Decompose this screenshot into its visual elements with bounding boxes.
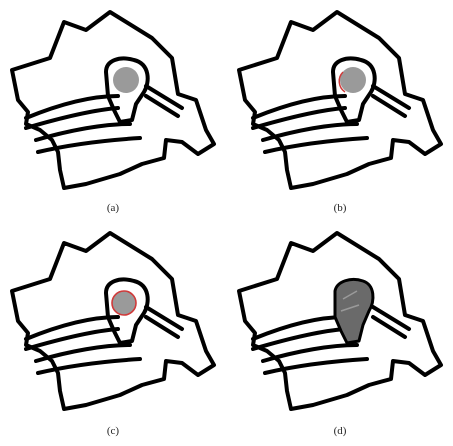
dark-segmented-region: [335, 279, 373, 343]
panel-caption: (c): [0, 425, 226, 437]
vertebra-drawing-b: [227, 0, 453, 200]
gray-filled-circle-marker: [340, 67, 366, 93]
odontoid-band-outline: [26, 96, 140, 152]
panel-caption: (a): [0, 202, 226, 214]
vertebra-outline: [239, 12, 441, 188]
vertebra-drawing-d: [227, 221, 453, 421]
panel-c: (c): [0, 221, 226, 444]
odontoid-band-outline: [26, 317, 140, 373]
panel-caption: (d): [227, 425, 453, 437]
gray-filled-circle-marker: [113, 67, 139, 93]
vertebra-outline: [12, 233, 214, 409]
panel-caption: (b): [227, 202, 453, 214]
odontoid-band-outline: [253, 96, 367, 152]
red-outlined-circle-marker: [112, 291, 136, 315]
vertebra-outline: [12, 12, 214, 188]
vertebra-drawing-c: [0, 221, 226, 421]
panel-b: (b): [227, 0, 453, 223]
vertebra-drawing-a: [0, 0, 226, 200]
panel-a: (a): [0, 0, 226, 223]
panel-d: (d): [227, 221, 453, 444]
